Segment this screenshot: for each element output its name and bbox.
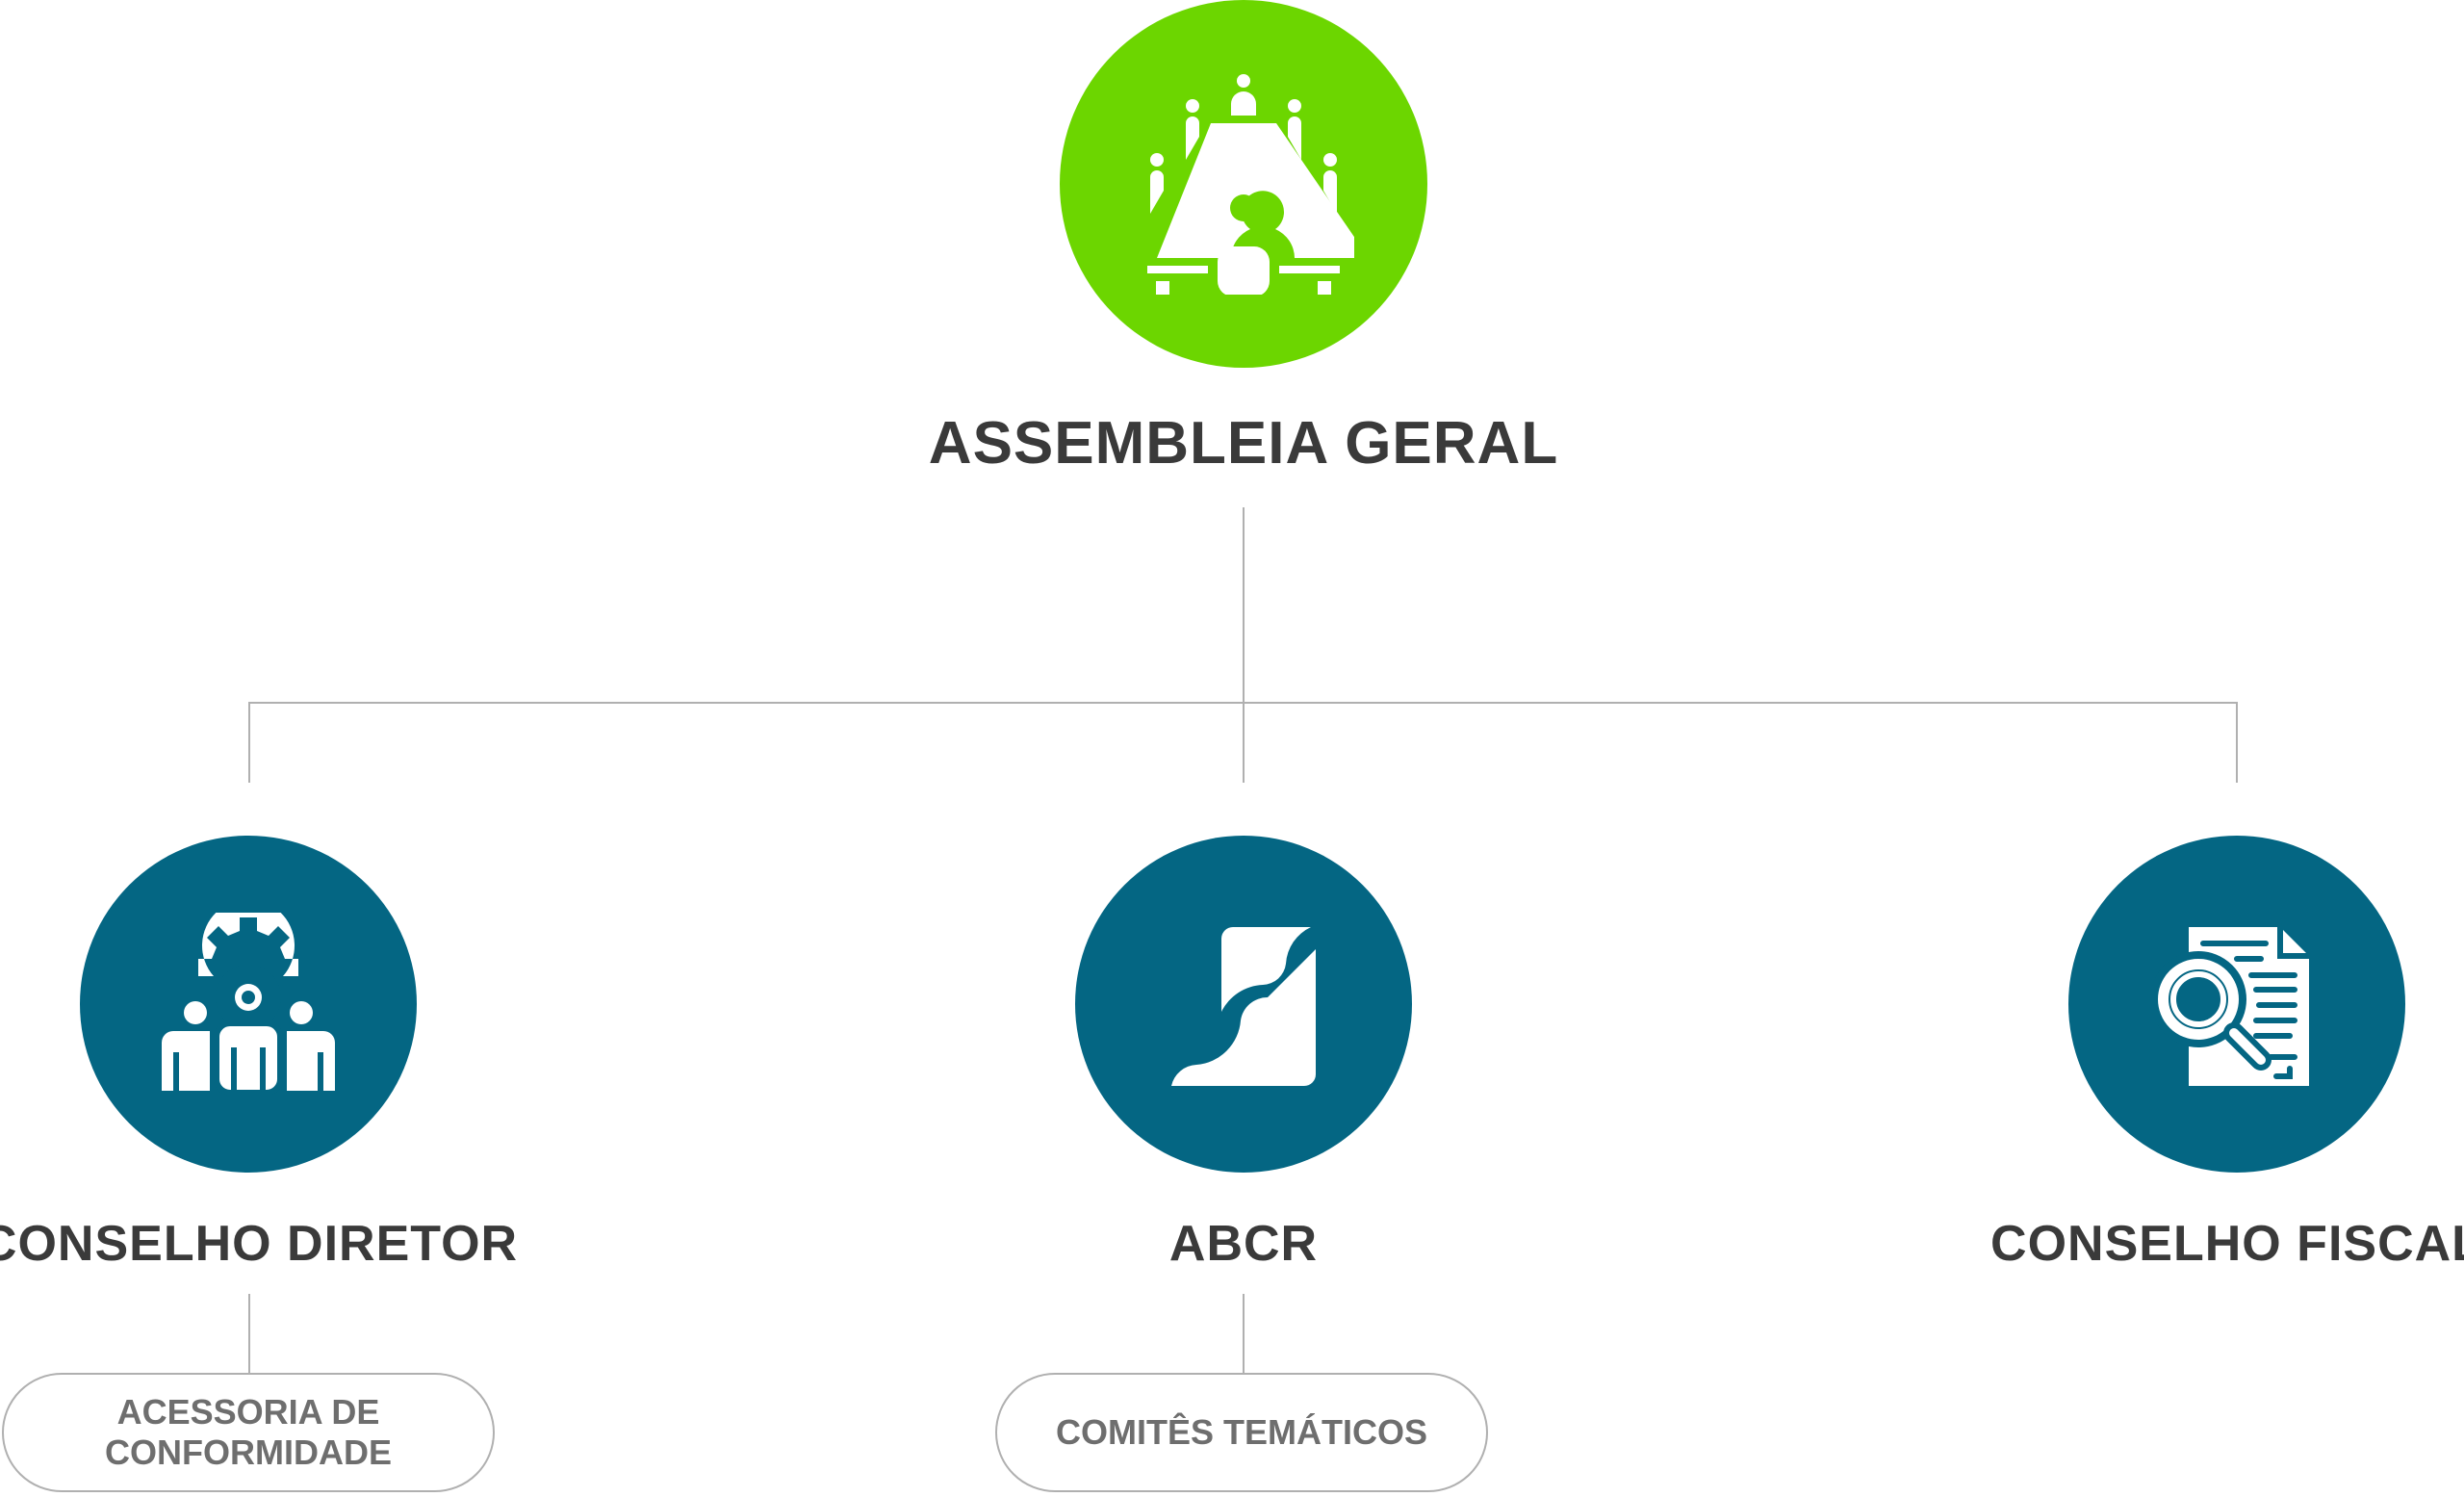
pill-label: COMITÊS TEMÁTICOS — [1056, 1412, 1427, 1452]
connector-right-down — [2236, 703, 2238, 783]
conselho-diretor-node[interactable] — [80, 836, 417, 1173]
connector-root-down — [1243, 507, 1245, 783]
acessoria-conformidade-pill[interactable]: ACESSORIA DE CONFORMIDADE — [2, 1373, 495, 1492]
conselho-fiscal-title: CONSELHO FISCAL — [1990, 1216, 2464, 1272]
connector-abcr-sub — [1243, 1294, 1245, 1373]
abcr-node[interactable] — [1075, 836, 1412, 1173]
pill-line-2: CONFORMIDADE — [105, 1432, 392, 1472]
connector-diretor-sub — [248, 1294, 250, 1373]
abcr-title: ABCR — [1168, 1216, 1319, 1272]
connector-horizontal — [248, 702, 2238, 704]
team-gear-icon — [162, 913, 335, 1096]
abcr-logo-icon — [1171, 927, 1316, 1086]
document-search-icon — [2150, 924, 2312, 1086]
conselho-fiscal-node[interactable] — [2068, 836, 2405, 1173]
meeting-table-icon — [1147, 74, 1354, 295]
comites-tematicos-pill[interactable]: COMITÊS TEMÁTICOS — [995, 1373, 1488, 1492]
root-title: ASSEMBLEIA GERAL — [928, 410, 1559, 477]
connector-left-down — [248, 703, 250, 783]
assembleia-geral-node[interactable] — [1060, 0, 1427, 368]
pill-line-1: ACESSORIA DE — [116, 1392, 380, 1432]
conselho-diretor-title: CONSELHO DIRETOR — [0, 1216, 519, 1272]
